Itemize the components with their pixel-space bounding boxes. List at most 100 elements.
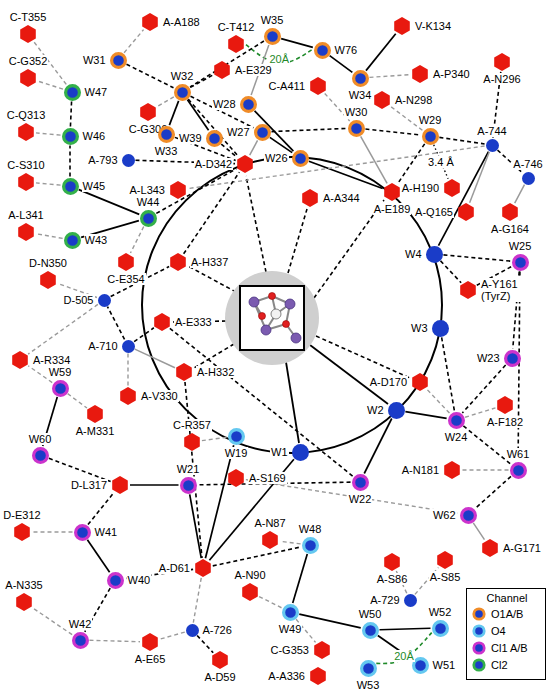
water-circle	[461, 508, 475, 522]
hexagon	[14, 523, 30, 541]
node-shape	[15, 593, 33, 611]
water-molecule: W59	[52, 380, 69, 397]
hexagon	[176, 363, 192, 381]
hexagon	[118, 253, 134, 271]
bond-line	[32, 531, 73, 532]
legend-swatch	[472, 641, 486, 655]
node-label: W35	[260, 14, 285, 26]
water-molecule: W24	[448, 412, 465, 429]
hexagon	[40, 271, 56, 289]
residue-hexagon: A-E189	[383, 183, 401, 201]
water-molecule: W26	[292, 150, 309, 167]
node-shape	[107, 572, 124, 589]
residue-site: A-746	[522, 172, 535, 185]
node-shape	[74, 524, 91, 541]
bond-line	[184, 172, 240, 253]
node-label: W44	[136, 196, 161, 208]
hexagon	[482, 539, 498, 557]
residue-hexagon: C-G306	[139, 103, 157, 121]
legend-text: Cl1 A/B	[491, 642, 528, 655]
residue-site: A-726	[186, 624, 199, 637]
hexagon	[142, 633, 158, 651]
node-shape	[236, 155, 254, 173]
residue-hexagon: A-S169	[227, 469, 245, 487]
hexagon	[444, 461, 460, 479]
node-label: A-D170	[369, 376, 408, 388]
node-shape	[169, 253, 187, 271]
node-label: W24	[444, 431, 469, 443]
node-shape	[352, 70, 369, 87]
bond-line	[271, 128, 346, 131]
node-label: A-G164	[490, 223, 530, 235]
contact-line	[310, 345, 388, 404]
residue-hexagon: A-V330	[119, 387, 137, 405]
node-label: W46	[82, 130, 107, 142]
node-shape	[11, 351, 29, 369]
residue-hexagon: A-G164	[501, 203, 519, 221]
node-label: A-V330	[140, 390, 179, 402]
residue-site: A-793	[122, 154, 135, 167]
bond-line	[366, 34, 396, 71]
node-shape	[211, 651, 229, 669]
water-molecule: W76	[314, 42, 331, 59]
node-label: A-P340	[432, 68, 471, 80]
residue-hexagon: C-Q313	[17, 123, 35, 141]
water-molecule: W3	[432, 320, 449, 337]
node-label: W28	[212, 98, 237, 110]
distance-label: 20Å	[268, 53, 290, 65]
bond-line	[127, 354, 128, 387]
hexagon	[314, 641, 330, 659]
bond-line	[38, 81, 63, 89]
node-label: W19	[224, 447, 249, 459]
node-label: A-A344	[322, 192, 361, 204]
node-label: W26	[264, 152, 289, 164]
residue-hexagon: A-L343	[169, 181, 187, 199]
water-molecule: W1	[292, 444, 309, 461]
residue-hexagon: C-S310	[17, 173, 35, 191]
node-label: A-H332	[196, 366, 235, 378]
water-circle	[303, 538, 317, 552]
blue-circle	[186, 624, 199, 637]
residue-hexagon: A-D170	[411, 373, 429, 391]
water-molecule: W62	[460, 507, 477, 524]
water-circle	[505, 351, 519, 365]
node-shape	[186, 624, 199, 637]
node-shape	[292, 150, 309, 167]
water-circle	[283, 605, 297, 619]
water-molecule: W35	[264, 28, 281, 45]
node-label: W47	[84, 86, 109, 98]
water-molecule: W22	[352, 474, 369, 491]
node-label: W32	[170, 70, 195, 82]
node-shape	[373, 91, 391, 109]
hexagon	[444, 179, 460, 197]
node-label: A-E189	[373, 203, 412, 215]
blue-circle	[292, 444, 309, 461]
hexagon	[12, 351, 28, 369]
node-shape	[383, 183, 401, 201]
node-shape	[13, 523, 31, 541]
residue-hexagon: A-N87	[261, 531, 279, 549]
residue-hexagon: D-N350	[39, 271, 57, 289]
node-label: A-710	[87, 340, 118, 352]
water-circle	[423, 129, 437, 143]
water-circle	[241, 97, 255, 111]
node-shape	[122, 340, 135, 353]
node-shape	[348, 120, 365, 137]
bond-line	[473, 523, 484, 540]
blue-circle	[98, 294, 111, 307]
node-label: W45	[82, 180, 107, 192]
node-shape	[282, 604, 299, 621]
water-molecule: W27	[254, 124, 271, 141]
hexagon	[242, 583, 258, 601]
contact-line	[288, 209, 307, 273]
node-label: W34	[348, 89, 373, 101]
bond-line	[205, 445, 233, 558]
node-shape	[64, 232, 81, 249]
water-circle	[449, 413, 463, 427]
water-circle	[141, 211, 155, 225]
hexagon	[154, 313, 170, 331]
node-label: D-N350	[28, 257, 68, 269]
hexagon	[497, 396, 513, 414]
residue-hexagon: D-L317	[111, 476, 129, 494]
node-label: A-726	[202, 624, 233, 636]
